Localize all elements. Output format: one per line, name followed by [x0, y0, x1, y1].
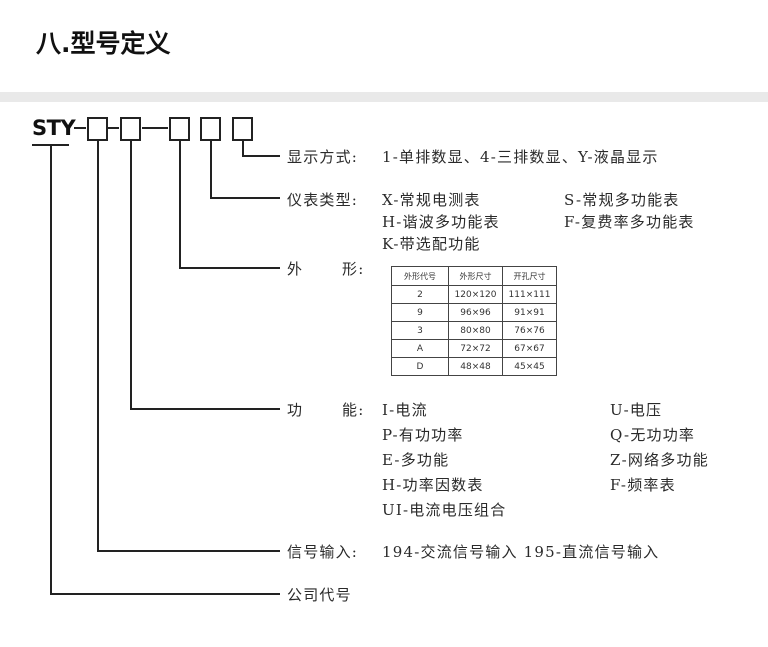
- signal-options: 194-交流信号输入 195-直流信号输入: [382, 543, 660, 561]
- label-company: 公司代号: [287, 586, 352, 604]
- table-cell: 48×48: [448, 357, 503, 376]
- shape-dimension-table: 外形代号 外形尺寸 开孔尺寸 2 120×120 111×111 9 96×96…: [391, 266, 557, 376]
- leader-shape: [179, 140, 280, 269]
- table-cell: 76×76: [502, 321, 557, 340]
- table-cell: 3: [391, 321, 449, 340]
- function-f: F-频率表: [610, 476, 676, 494]
- table-cell: 2: [391, 285, 449, 304]
- code-box-meter-type: [200, 117, 221, 141]
- function-u: U-电压: [610, 401, 663, 419]
- meter-type-x: X-常规电测表: [382, 191, 481, 209]
- function-i: I-电流: [382, 401, 428, 419]
- table-row: D 48×48 45×45: [391, 357, 557, 376]
- table-cell: 72×72: [448, 339, 503, 358]
- code-box-signal: [87, 117, 108, 141]
- table-header: 外形代号: [391, 266, 449, 286]
- meter-type-s: S-常规多功能表: [564, 191, 680, 209]
- table-cell: D: [391, 357, 449, 376]
- leader-function: [130, 140, 280, 410]
- table-header-row: 外形代号 外形尺寸 开孔尺寸: [391, 266, 557, 286]
- leader-meter-type: [210, 140, 280, 199]
- table-cell: 45×45: [502, 357, 557, 376]
- function-h: H-功率因数表: [382, 476, 484, 494]
- function-z: Z-网络多功能: [610, 451, 709, 469]
- label-shape-2: 形:: [342, 260, 365, 278]
- table-row: 2 120×120 111×111: [391, 285, 557, 304]
- label-display: 显示方式:: [287, 148, 359, 166]
- table-header: 开孔尺寸: [502, 266, 557, 286]
- label-signal: 信号输入:: [287, 543, 359, 561]
- function-ui: UI-电流电压组合: [382, 501, 507, 519]
- leader-signal: [97, 140, 280, 552]
- label-function-1: 功: [287, 401, 304, 419]
- leader-company: [50, 145, 280, 595]
- function-q: Q-无功功率: [610, 426, 696, 444]
- label-function-2: 能:: [342, 401, 365, 419]
- table-cell: 80×80: [448, 321, 503, 340]
- table-cell: 96×96: [448, 303, 503, 322]
- table-cell: A: [391, 339, 449, 358]
- table-cell: 120×120: [448, 285, 503, 304]
- display-options: 1-单排数显、4-三排数显、Y-液晶显示: [382, 148, 659, 166]
- function-e: E-多功能: [382, 451, 450, 469]
- divider-band: [0, 92, 768, 102]
- table-cell: 9: [391, 303, 449, 322]
- code-box-display: [232, 117, 253, 141]
- function-p: P-有功功率: [382, 426, 464, 444]
- table-row: A 72×72 67×67: [391, 339, 557, 358]
- meter-type-h: H-谐波多功能表: [382, 213, 500, 231]
- code-box-shape: [169, 117, 190, 141]
- label-meter-type: 仪表类型:: [287, 191, 359, 209]
- section-title: 八.型号定义: [36, 29, 171, 58]
- table-header: 外形尺寸: [448, 266, 503, 286]
- table-row: 9 96×96 91×91: [391, 303, 557, 322]
- table-row: 3 80×80 76×76: [391, 321, 557, 340]
- model-prefix: STY: [32, 116, 76, 140]
- meter-type-f: F-复费率多功能表: [564, 213, 695, 231]
- leader-display: [242, 140, 280, 157]
- code-box-function: [120, 117, 141, 141]
- meter-type-k: K-带选配功能: [382, 235, 481, 253]
- label-shape-1: 外: [287, 260, 304, 278]
- table-cell: 91×91: [502, 303, 557, 322]
- table-cell: 111×111: [502, 285, 557, 304]
- table-cell: 67×67: [502, 339, 557, 358]
